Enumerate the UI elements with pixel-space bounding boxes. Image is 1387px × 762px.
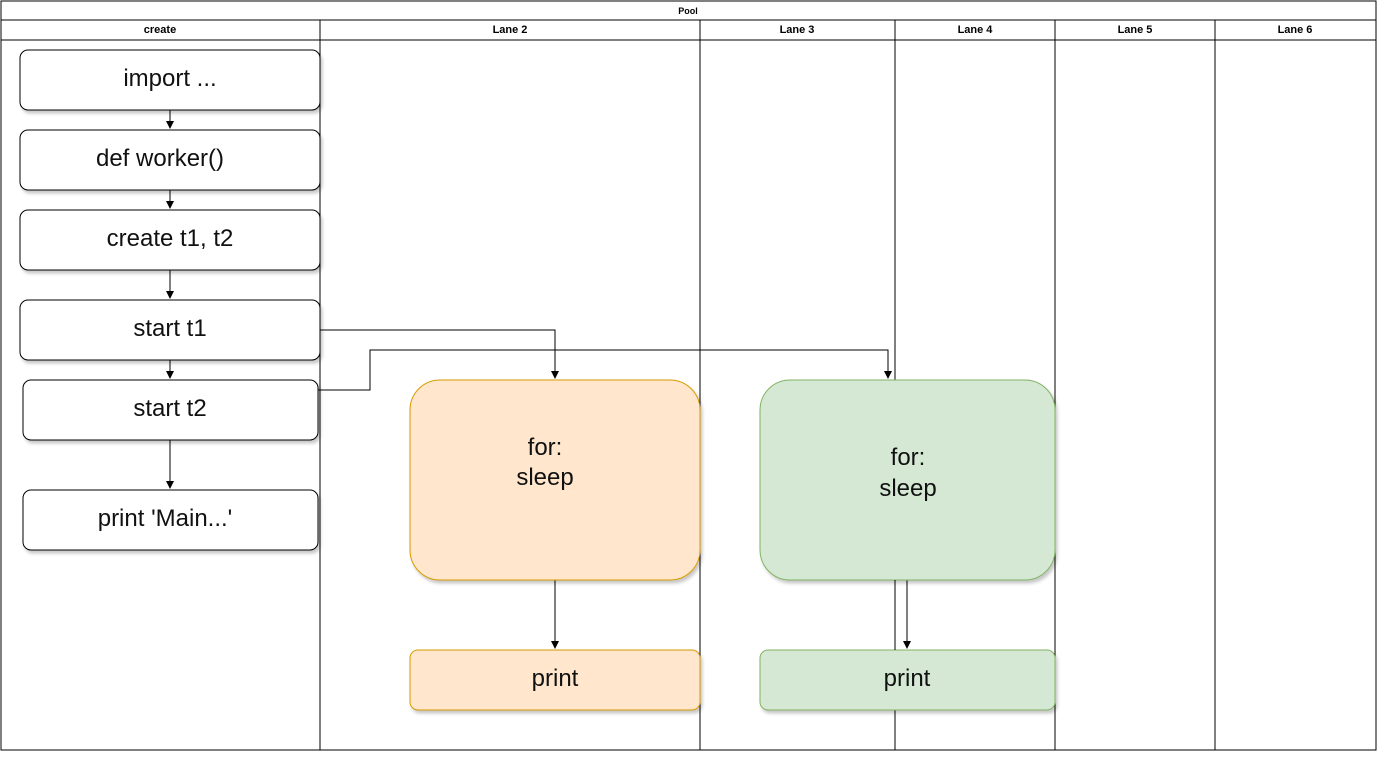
node-import-label: import ... bbox=[123, 65, 216, 92]
node-create-threads-label: create t1, t2 bbox=[107, 225, 234, 252]
pool: Pool bbox=[0, 0, 1377, 751]
node-print-t1-label: print bbox=[532, 665, 579, 692]
connectors bbox=[166, 110, 911, 649]
lane-title-lane-4[interactable]: Lane 4 bbox=[958, 24, 994, 36]
node-loop-t1-line1: for: bbox=[528, 434, 563, 461]
node-import[interactable]: import ... bbox=[19, 49, 321, 111]
pool-title: Pool bbox=[678, 6, 698, 16]
node-create-threads[interactable]: create t1, t2 bbox=[19, 209, 321, 271]
node-def-worker[interactable]: def worker() bbox=[19, 129, 321, 191]
lane-title-lane-5[interactable]: Lane 5 bbox=[1118, 24, 1153, 36]
lane-title-lane-2[interactable]: Lane 2 bbox=[493, 24, 528, 36]
arrow-start-t2-to-loop-t2[interactable] bbox=[318, 349, 892, 391]
node-loop-t2-line1: for: bbox=[891, 444, 926, 471]
node-start-t2-label: start t2 bbox=[133, 395, 206, 422]
node-loop-t1-line2: sleep bbox=[516, 464, 573, 491]
node-start-t2[interactable]: start t2 bbox=[22, 379, 319, 441]
node-print-main[interactable]: print 'Main...' bbox=[22, 489, 319, 551]
lane-titles: create Lane 2 Lane 3 Lane 4 Lane 5 Lane … bbox=[144, 24, 1313, 36]
lane-title-lane-3[interactable]: Lane 3 bbox=[780, 24, 815, 36]
node-start-t1-label: start t1 bbox=[133, 315, 206, 342]
node-loop-t2[interactable]: for: sleep bbox=[759, 379, 1056, 581]
node-print-t2-label: print bbox=[884, 665, 931, 692]
node-print-t1[interactable]: print bbox=[409, 649, 701, 711]
arrow-start-t1-to-loop-t1[interactable] bbox=[320, 329, 559, 379]
lane-title-lane-6[interactable]: Lane 6 bbox=[1278, 24, 1313, 36]
node-loop-t2-line2: sleep bbox=[879, 475, 936, 502]
node-print-main-label: print 'Main...' bbox=[98, 505, 233, 532]
lane-title-create[interactable]: create bbox=[144, 24, 176, 36]
node-print-t2[interactable]: print bbox=[759, 649, 1056, 711]
node-start-t1[interactable]: start t1 bbox=[19, 299, 321, 361]
node-def-worker-label: def worker() bbox=[96, 145, 224, 172]
node-loop-t1[interactable]: for: sleep bbox=[409, 379, 701, 581]
pool-border bbox=[0, 0, 1377, 751]
